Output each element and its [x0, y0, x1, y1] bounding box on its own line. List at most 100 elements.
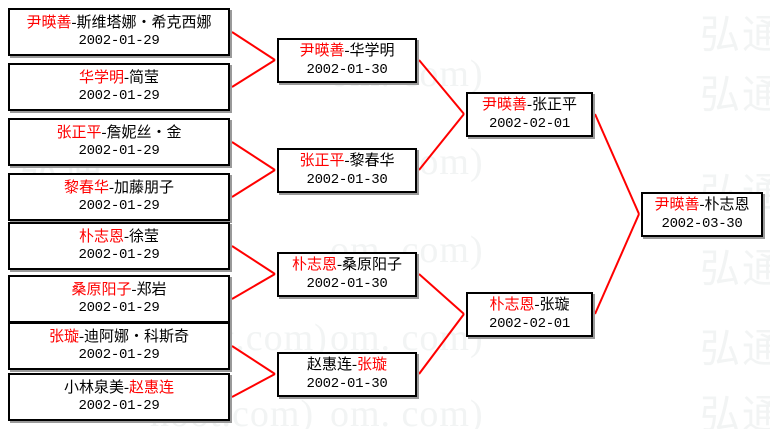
player-left: 华学明	[78, 69, 124, 86]
connector-line	[231, 245, 276, 275]
player-left: 张璇	[48, 328, 79, 345]
player-separator: -	[71, 14, 77, 31]
connector-line	[594, 213, 640, 315]
connector-line	[231, 273, 276, 300]
player-separator: -	[131, 281, 137, 298]
connector-line	[418, 59, 465, 115]
player-right: 华学明	[349, 43, 395, 60]
match-date: 2002-01-30	[306, 375, 388, 392]
player-separator: -	[699, 197, 705, 214]
player-left: 朴志恩	[78, 228, 124, 245]
match-date: 2002-01-29	[78, 143, 160, 160]
player-separator: -	[527, 97, 532, 114]
player-right: 张正平	[532, 97, 578, 114]
match-players: 尹暎善-朴志恩	[654, 197, 749, 214]
player-separator: -	[124, 69, 129, 86]
match-players: 朴志恩-桑原阳子	[292, 257, 402, 274]
connector-line	[231, 59, 276, 88]
player-separator: -	[534, 297, 540, 314]
match-players: 赵惠连-张璇	[307, 357, 387, 374]
match-players: 黎春华-加藤朋子	[64, 180, 174, 197]
match-players: 朴志恩-张璇	[489, 297, 569, 314]
player-right: 朴志恩	[704, 197, 750, 214]
connector-line	[231, 169, 276, 198]
match-players: 华学明-简莹	[79, 70, 159, 87]
player-right: 徐莹	[129, 228, 160, 245]
match-date: 2002-01-30	[306, 171, 388, 188]
match-date: 2002-03-30	[661, 215, 743, 232]
player-right: 桑原阳子	[342, 257, 403, 274]
connector-line	[231, 373, 276, 398]
player-left: 桑原阳子	[71, 281, 132, 298]
match-date: 2002-01-29	[78, 247, 160, 264]
player-separator: -	[109, 179, 114, 196]
player-separator: -	[344, 153, 350, 170]
player-left: 黎春华	[63, 179, 109, 196]
match-date: 2002-01-30	[306, 275, 388, 292]
match-players: 尹暎善-华学明	[299, 43, 394, 60]
player-left: 尹暎善	[26, 14, 72, 31]
player-right: 郑岩	[136, 281, 167, 298]
player-left: 尹暎善	[481, 97, 527, 114]
player-right: 黎春华	[349, 153, 395, 170]
connector-line	[231, 31, 276, 61]
player-left: 小林泉美	[63, 379, 124, 396]
player-right: 斯维塔娜・希克西娜	[76, 14, 212, 31]
match-date: 2002-02-01	[488, 315, 570, 332]
player-separator: -	[79, 328, 84, 345]
match-players: 张璇-迪阿娜・科斯奇	[49, 329, 189, 346]
player-left: 朴志恩	[291, 257, 337, 274]
match-date: 2002-01-29	[78, 198, 160, 215]
player-separator: -	[344, 43, 350, 60]
player-left: 张正平	[56, 124, 102, 141]
connector-line	[231, 345, 276, 375]
match-players: 尹暎善-斯维塔娜・希克西娜	[26, 15, 211, 32]
player-left: 朴志恩	[489, 297, 535, 314]
match-players: 张正平-詹妮丝・金	[56, 125, 181, 142]
connector-line	[231, 141, 276, 171]
player-separator: -	[352, 357, 357, 374]
match-date: 2002-01-29	[78, 33, 160, 50]
player-right: 简莹	[129, 69, 160, 86]
connector-line	[418, 273, 465, 315]
player-left: 尹暎善	[299, 43, 345, 60]
connector-line	[418, 313, 465, 375]
match-date: 2002-01-30	[306, 61, 388, 78]
match-players: 朴志恩-徐莹	[79, 229, 159, 246]
match-players: 尹暎善-张正平	[482, 97, 577, 114]
match-date: 2002-02-01	[488, 115, 570, 132]
connector-line	[594, 113, 640, 215]
player-right: 加藤朋子	[114, 179, 175, 196]
match-players: 张正平-黎春华	[299, 153, 394, 170]
player-left: 尹暎善	[654, 197, 700, 214]
player-separator: -	[124, 228, 129, 245]
player-right: 赵惠连	[129, 379, 175, 396]
match-date: 2002-01-29	[78, 300, 160, 317]
match-players: 小林泉美-赵惠连	[64, 380, 174, 397]
player-left: 赵惠连	[306, 357, 352, 374]
match-players: 桑原阳子-郑岩	[71, 282, 166, 299]
player-right: 詹妮丝・金	[106, 124, 182, 141]
connector-line	[418, 113, 465, 171]
match-date: 2002-01-29	[78, 398, 160, 415]
match-date: 2002-01-29	[78, 347, 160, 364]
player-right: 张璇	[539, 297, 570, 314]
player-separator: -	[101, 124, 107, 141]
player-separator: -	[124, 379, 129, 396]
